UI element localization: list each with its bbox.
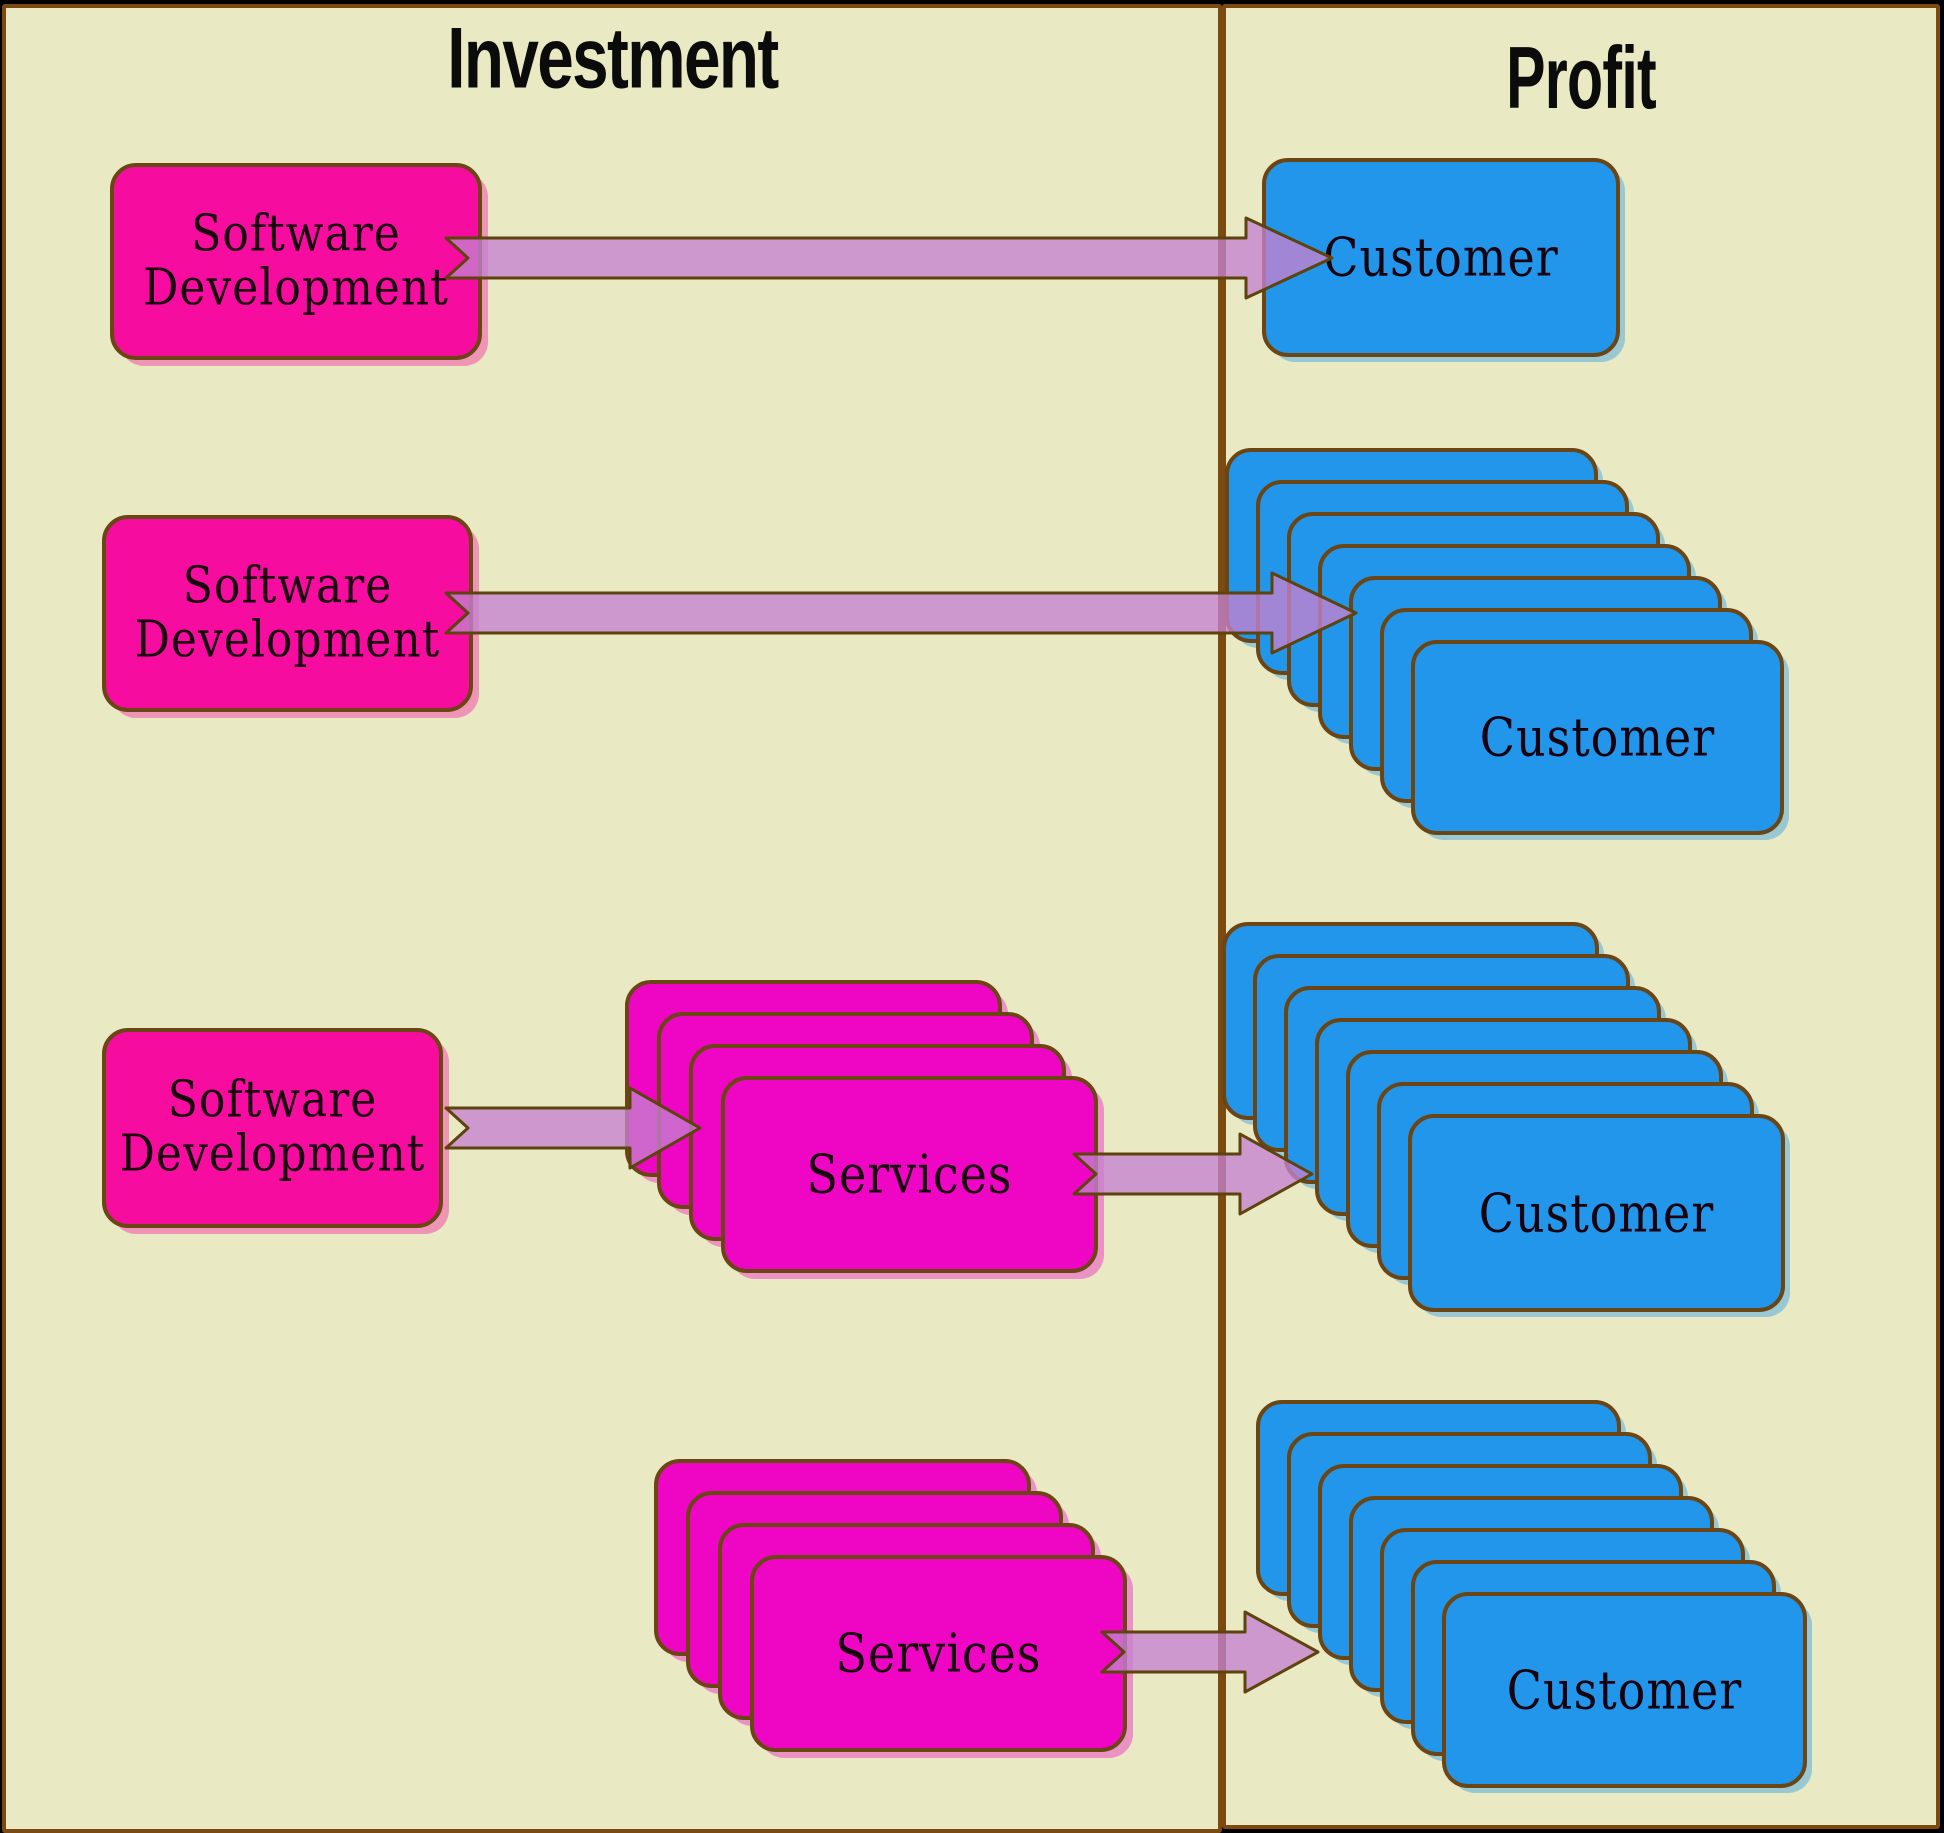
box-label: Customer (1323, 226, 1559, 289)
label-line-2: Development (143, 258, 449, 317)
software-development-box-row1: Software Development (110, 163, 482, 360)
software-development-box-row2: Software Development (102, 515, 473, 712)
label-line-1: Software (191, 204, 401, 264)
software-development-box-row3: Software Development (102, 1028, 443, 1228)
label-line-1: Software (167, 1070, 378, 1130)
label-line-2: Development (134, 610, 441, 669)
investment-title-text: Investment (446, 11, 779, 107)
box-label: Software Development (134, 556, 441, 669)
investment-title: Investment (2, 10, 1222, 107)
profit-title: Profit (1222, 28, 1940, 127)
box-label: Software Development (120, 1074, 426, 1181)
customer-box-row1: Customer (1262, 158, 1620, 357)
label-line-1: Software (182, 556, 393, 616)
label-line-2: Development (119, 1124, 426, 1184)
profit-title-text: Profit (1506, 29, 1657, 128)
box-label: Software Development (143, 204, 449, 317)
